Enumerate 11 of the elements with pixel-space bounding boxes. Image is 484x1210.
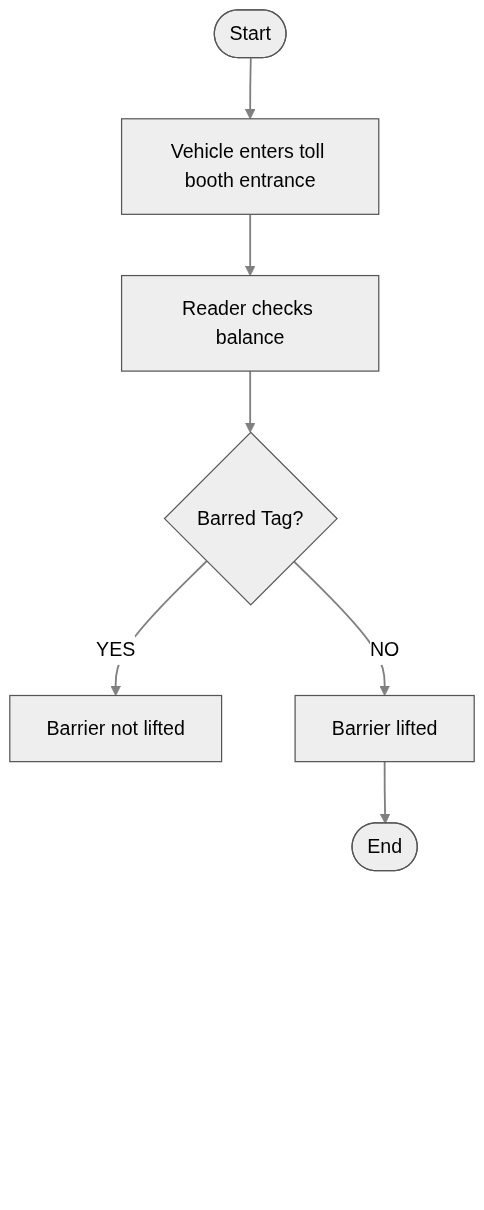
arrow [379, 760, 391, 824]
node-box: Barrier lifted [294, 694, 475, 763]
arrow [244, 57, 256, 120]
node-box: Reader checks balance [120, 274, 380, 372]
node-box: Vehicle enters toll booth entrance [120, 118, 380, 215]
edge-label: NO [369, 639, 400, 660]
edge-label: YES [96, 639, 136, 660]
node-diamond: Barred Tag? [163, 431, 338, 606]
arrow [244, 213, 256, 277]
node-box: Barrier not lifted [9, 694, 223, 763]
arrow [244, 370, 256, 433]
